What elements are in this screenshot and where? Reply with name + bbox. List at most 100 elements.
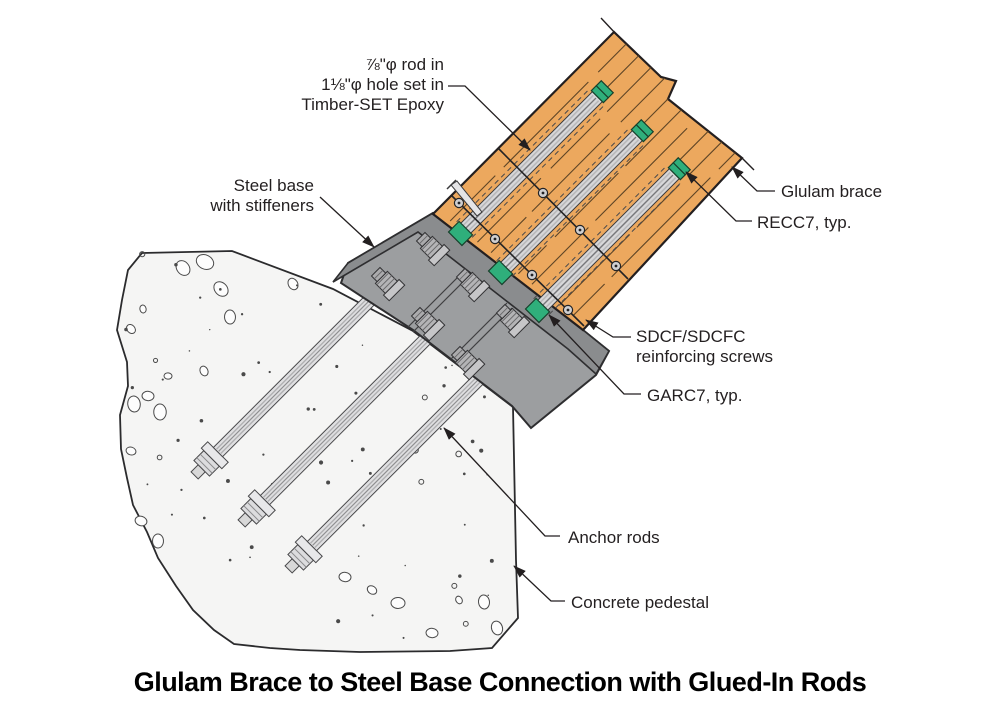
concrete-pore	[451, 582, 458, 589]
aggregate-blob	[195, 254, 215, 270]
concrete-speckle	[451, 364, 453, 367]
break-line-extension	[739, 155, 755, 171]
concrete-speckle	[257, 361, 261, 364]
concrete-speckle	[354, 391, 358, 395]
concrete-speckle	[199, 296, 202, 299]
concrete-speckle	[176, 438, 180, 442]
concrete-pore	[152, 357, 159, 363]
aggregate-blob	[224, 309, 236, 325]
concrete-speckle	[336, 619, 341, 624]
screw-head-center	[493, 237, 497, 241]
concrete-speckle	[268, 370, 271, 374]
aggregate-blob	[152, 533, 164, 549]
label-rod-note: 1⅛"φ hole set in	[321, 75, 444, 94]
leader-line-recc7	[685, 171, 752, 222]
concrete-speckle	[487, 594, 490, 596]
concrete-pore	[139, 251, 146, 258]
screw-head-center	[578, 228, 582, 232]
concrete-speckle	[209, 328, 211, 331]
concrete-speckle	[262, 453, 265, 456]
aggregate-blob	[366, 585, 378, 595]
concrete-speckle	[306, 407, 310, 411]
concrete-speckle	[463, 523, 466, 526]
lamination-line	[449, 32, 666, 222]
side-view-screw	[450, 180, 483, 217]
aggregate-blob	[455, 595, 463, 605]
leader-line-garc7	[548, 314, 641, 395]
concrete-speckle	[483, 395, 486, 399]
label-recc7: RECC7, typ.	[757, 213, 851, 232]
concrete-speckle	[130, 385, 134, 390]
lamination-line	[572, 99, 742, 317]
aggregate-blob	[338, 571, 352, 583]
diagram-title: Glulam Brace to Steel Base Connection wi…	[134, 667, 867, 697]
concrete-speckle	[174, 262, 178, 267]
concrete-speckle	[124, 327, 128, 332]
aggregate-blob	[199, 365, 209, 377]
aggregate-blob	[478, 594, 490, 610]
concrete-texture	[124, 251, 504, 639]
concrete-speckle	[326, 480, 331, 485]
concrete-speckle	[202, 516, 206, 520]
label-rod-note: Timber-SET Epoxy	[301, 95, 444, 114]
concrete-speckle	[241, 372, 246, 377]
concrete-speckle	[462, 472, 466, 476]
aggregate-blob	[127, 395, 141, 413]
label-rod-note: ⅞"φ rod in	[366, 55, 444, 74]
leader-lines	[319, 85, 775, 602]
aggregate-blob	[390, 597, 406, 609]
aggregate-blob	[163, 372, 173, 380]
concrete-speckle	[161, 378, 164, 381]
concrete-speckle	[295, 284, 298, 287]
concrete-pore	[421, 394, 428, 401]
reinforcing-screw-row	[497, 147, 629, 280]
screw-head-mark	[446, 179, 457, 190]
concrete-speckle	[479, 448, 484, 453]
concrete-speckle	[249, 545, 254, 550]
concrete-speckle	[170, 513, 173, 516]
leader-line-steel-base	[319, 196, 375, 248]
label-garc7: GARC7, typ.	[647, 386, 742, 405]
concrete-speckle	[188, 350, 191, 352]
callout-labels: ⅞"φ rod in 1⅛"φ hole set in Timber-SET E…	[209, 55, 882, 612]
label-sdcf: reinforcing screws	[636, 347, 773, 366]
reinforcing-screw-row	[451, 195, 585, 327]
aggregate-blob	[134, 515, 148, 527]
leader-line-rod-note	[448, 85, 531, 151]
leader-line-anchor-rods	[443, 427, 560, 537]
concrete-speckle	[489, 558, 494, 563]
aggregate-blob	[287, 277, 299, 291]
leader-line-glulam-brace	[731, 166, 775, 192]
screw-head-center	[457, 201, 461, 205]
label-anchor-rods: Anchor rods	[568, 528, 660, 547]
aggregate-blob	[126, 323, 136, 335]
concrete-speckle	[351, 459, 354, 462]
label-steel-base: Steel base	[234, 176, 314, 195]
concrete-speckle	[226, 479, 230, 483]
concrete-speckle	[180, 488, 183, 491]
concrete-speckle	[444, 366, 448, 369]
concrete-speckle	[319, 302, 323, 306]
concrete-speckle	[458, 574, 462, 578]
concrete-speckle	[361, 344, 364, 346]
label-glulam-brace: Glulam brace	[781, 182, 882, 201]
label-steel-base: with stiffeners	[209, 196, 314, 215]
aggregate-blob	[141, 390, 155, 402]
concrete-speckle	[371, 614, 374, 617]
aggregate-blob	[490, 620, 504, 636]
concrete-pore	[156, 454, 163, 461]
break-line-extension	[600, 17, 617, 35]
aggregate-blob	[425, 627, 439, 639]
concrete-speckle	[146, 483, 149, 486]
aggregate-blob	[125, 446, 137, 456]
concrete-speckle	[228, 558, 232, 562]
label-concrete-pedestal: Concrete pedestal	[571, 593, 709, 612]
leader-line-concrete	[513, 565, 565, 602]
concrete-speckle	[404, 564, 406, 567]
concrete-speckle	[470, 439, 475, 444]
screw-head-center	[566, 308, 570, 312]
concrete-pore	[455, 450, 462, 458]
reinforcing-screw-heads	[453, 187, 622, 316]
concrete-speckle	[402, 636, 405, 639]
